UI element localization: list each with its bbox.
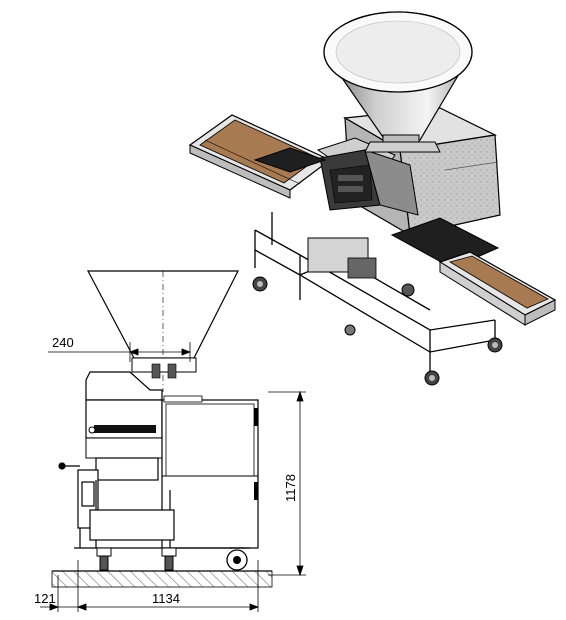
frame: [254, 212, 496, 372]
dim-hopper-outlet: 240: [52, 335, 74, 350]
dimension-labels: 240 1178 121 1134: [34, 335, 298, 606]
hopper-elevation: [87, 270, 239, 392]
dim-height: 1178: [283, 474, 298, 502]
feet-elevation: [96, 547, 248, 571]
dimension-lines: [40, 342, 306, 612]
lower-frame-elevation: [58, 457, 250, 549]
casters-3d: [252, 276, 503, 386]
dim-length: 1134: [152, 591, 180, 606]
dim-rear-offset: 121: [34, 591, 56, 606]
forming-head-elevation: [85, 371, 163, 459]
ground-hatch: [51, 570, 273, 588]
left-conveyor: [188, 114, 332, 199]
side-elevation: [51, 270, 273, 588]
cabinet-elevation: [161, 395, 259, 549]
isometric-view: [188, 11, 557, 386]
hopper-3d: [323, 11, 473, 153]
right-conveyor: [438, 251, 557, 326]
forming-head: [316, 137, 419, 216]
